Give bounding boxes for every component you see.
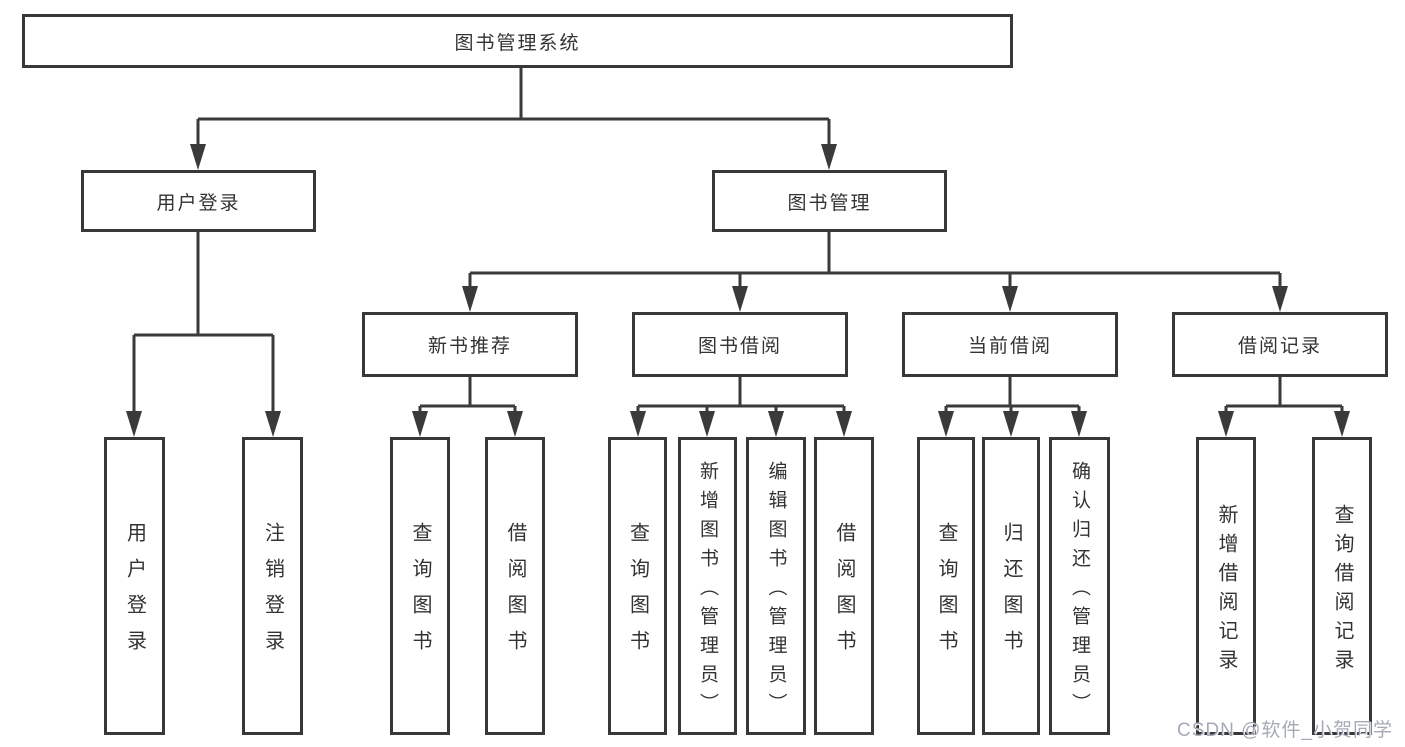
leaf-label: 编辑图书（管理员） [765, 460, 787, 722]
leaf-label: 用户登录 [123, 522, 146, 666]
node-current-borrowing: 当前借阅 [902, 312, 1118, 377]
leaf-label: 查询图书 [626, 522, 649, 666]
node-logout: 注销登录 [242, 437, 303, 735]
node-borrow-books-1: 借阅图书 [485, 437, 545, 735]
node-user-login-action: 用户登录 [104, 437, 165, 735]
leaf-label: 注销登录 [261, 522, 284, 666]
leaf-label: 查询借阅记录 [1331, 503, 1353, 678]
node-borrow-books-2: 借阅图书 [814, 437, 874, 735]
node-query-books-3: 查询图书 [917, 437, 975, 735]
node-borrowing-records: 借阅记录 [1172, 312, 1388, 377]
leaf-label: 归还图书 [1000, 522, 1022, 666]
csdn-watermark: CSDN @软件_小贺同学 [1177, 720, 1393, 741]
node-book-management: 图书管理 [712, 170, 947, 232]
node-return-books: 归还图书 [982, 437, 1040, 735]
node-edit-books-admin: 编辑图书（管理员） [746, 437, 806, 735]
node-add-books-admin: 新增图书（管理员） [678, 437, 737, 735]
node-library-system: 图书管理系统 [22, 14, 1013, 68]
leaf-label: 新增借阅记录 [1215, 503, 1237, 678]
node-book-borrowing: 图书借阅 [632, 312, 848, 377]
node-add-borrow-record: 新增借阅记录 [1196, 437, 1256, 735]
leaf-label: 查询图书 [409, 522, 431, 666]
leaf-label: 借阅图书 [504, 522, 526, 666]
leaf-label: 确认归还（管理员） [1069, 460, 1090, 722]
node-new-book-recommend: 新书推荐 [362, 312, 578, 377]
node-query-books-1: 查询图书 [390, 437, 450, 735]
leaf-label: 借阅图书 [833, 522, 855, 666]
node-query-books-2: 查询图书 [608, 437, 667, 735]
leaf-label: 新增图书（管理员） [697, 460, 718, 722]
leaf-label: 查询图书 [935, 522, 957, 666]
node-query-borrow-record: 查询借阅记录 [1312, 437, 1372, 735]
node-user-login: 用户登录 [81, 170, 316, 232]
node-confirm-return-admin: 确认归还（管理员） [1049, 437, 1110, 735]
